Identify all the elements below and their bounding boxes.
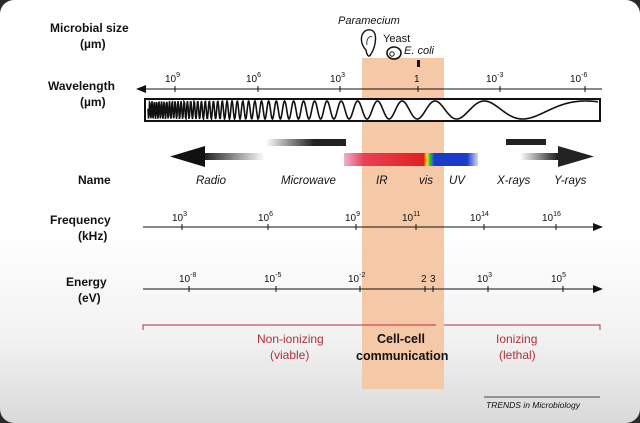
credit-text: TRENDS in Microbiology — [486, 400, 581, 410]
paramecium-icon — [360, 29, 377, 57]
band-radio: Radio — [196, 175, 227, 187]
label-microbial-size-unit: (µm) — [80, 37, 106, 51]
label-paramecium: Paramecium — [338, 15, 400, 27]
energy-tick-7: 105 — [551, 272, 566, 285]
label-energy: Energy — [66, 275, 107, 289]
wavelength-tick-3: 103 — [330, 72, 345, 85]
wave-icon — [147, 98, 599, 122]
wave-line — [147, 98, 599, 122]
label-yeast: Yeast — [383, 33, 410, 45]
energy-tick-1: 10-8 — [179, 272, 196, 285]
non-ionizing-bracket — [142, 324, 436, 330]
radio-arrow-tail — [200, 153, 265, 160]
label-lethal: (lethal) — [499, 348, 536, 362]
frequency-tick-1: 103 — [172, 211, 187, 224]
wavelength-tick-4: 1 — [414, 74, 420, 85]
label-communication: communication — [356, 349, 448, 363]
radio-arrow-head — [170, 146, 205, 167]
label-ecoli: E. coli — [404, 45, 435, 57]
wavelength-tick-2: 106 — [246, 72, 261, 85]
label-energy-unit: (eV) — [78, 291, 101, 305]
gamma-arrow-head — [558, 146, 594, 167]
band-uv: UV — [449, 175, 466, 187]
wavelength-axis — [136, 85, 602, 93]
label-name: Name — [78, 173, 111, 187]
label-viable: (viable) — [270, 348, 309, 362]
gamma-arrow-tail — [520, 153, 560, 160]
yeast-icon — [386, 46, 402, 60]
ionizing-bracket — [444, 324, 601, 330]
band-xrays: X-rays — [496, 175, 530, 187]
ir-bar — [344, 153, 424, 166]
energy-tick-4: 2 — [421, 274, 427, 285]
ecoli-icon — [417, 60, 420, 67]
energy-tick-6: 103 — [477, 272, 492, 285]
label-cell-cell: Cell-cell — [377, 332, 425, 346]
label-wavelength-unit: (µm) — [80, 95, 106, 109]
label-ionizing: Ionizing — [496, 332, 537, 346]
frequency-tick-6: 1016 — [542, 211, 561, 224]
frequency-axis — [143, 223, 603, 231]
uv-bar — [434, 153, 478, 166]
label-microbial-size: Microbial size — [50, 21, 129, 35]
microwave-bar — [266, 139, 346, 146]
label-non-ionizing: Non-ionizing — [257, 332, 324, 346]
band-ir: IR — [376, 175, 388, 187]
energy-tick-5: 3 — [430, 274, 436, 285]
band-visible: vis — [419, 175, 433, 187]
spectrum-bar — [170, 139, 594, 167]
band-gamma: Y-rays — [554, 175, 587, 187]
frequency-tick-2: 106 — [258, 211, 273, 224]
label-frequency: Frequency — [50, 213, 111, 227]
frequency-tick-4: 1011 — [402, 211, 420, 224]
visible-bar — [424, 153, 434, 166]
energy-axis — [143, 285, 603, 293]
label-frequency-unit: (kHz) — [78, 229, 107, 243]
frequency-tick-5: 1014 — [470, 211, 489, 224]
wavelength-tick-5: 10-3 — [486, 72, 503, 85]
wavelength-tick-6: 10-6 — [570, 72, 587, 85]
frequency-tick-3: 109 — [345, 211, 360, 224]
energy-tick-3: 10-2 — [348, 272, 365, 285]
band-microwave: Microwave — [281, 175, 336, 187]
xray-bar — [506, 139, 546, 145]
wavelength-tick-1: 109 — [165, 72, 180, 85]
energy-tick-2: 10-5 — [264, 272, 281, 285]
label-wavelength: Wavelength — [48, 79, 115, 93]
